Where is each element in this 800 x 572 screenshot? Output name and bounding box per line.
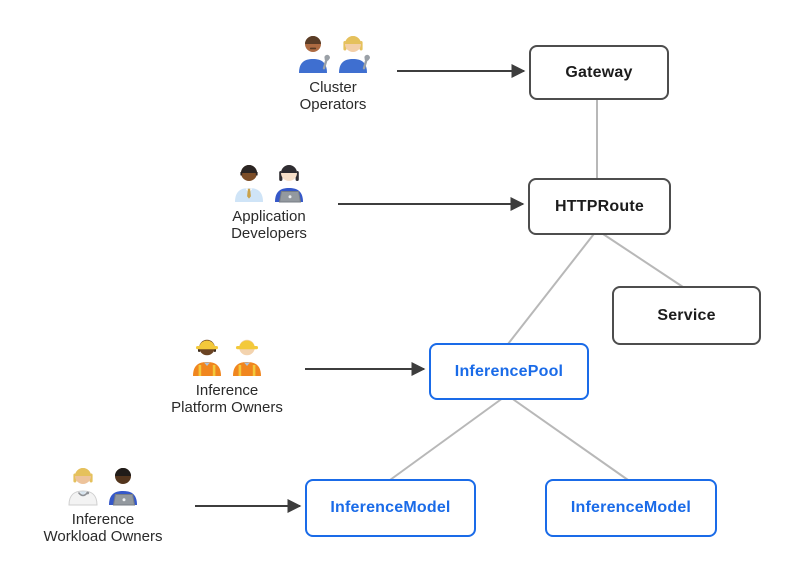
service-node: Service xyxy=(612,286,761,345)
application-developers-label: Application Developers xyxy=(231,208,307,242)
inference-pool-label: InferencePool xyxy=(454,362,564,380)
man-technologist-icon xyxy=(109,468,137,506)
woman-mechanic-icon xyxy=(339,36,370,73)
inference-platform-owners-label-line1: Inference xyxy=(195,382,259,399)
inference-workload-owners-label-line2: Workload Owners xyxy=(43,528,163,545)
gateway-label: Gateway xyxy=(565,63,633,81)
edge-httproute-service xyxy=(596,229,684,288)
inference-model-right-label: InferenceModel xyxy=(570,499,692,516)
inference-workload-owners-label: Inference Workload Owners xyxy=(44,511,163,545)
inference-model-left-label: InferenceModel xyxy=(330,499,451,516)
inference-pool-node: InferencePool xyxy=(429,343,589,400)
man-mechanic-icon xyxy=(299,36,330,73)
application-developers-icons xyxy=(235,165,303,203)
persona-inference-workload-owners: Inference Workload Owners xyxy=(28,463,178,545)
woman-construction-worker-icon xyxy=(193,339,221,376)
inference-workload-owners-label-line1: Inference xyxy=(71,511,135,528)
gateway-node: Gateway xyxy=(529,45,669,100)
inference-platform-owners-label-line2: Platform Owners xyxy=(171,399,283,416)
persona-cluster-operators: Cluster Operators xyxy=(258,31,408,113)
man-construction-worker-icon xyxy=(233,339,261,376)
inference-model-left-node: InferenceModel xyxy=(305,479,476,537)
persona-application-developers: Application Developers xyxy=(194,160,344,242)
edge-inference_pool-inference_model_right xyxy=(506,394,629,481)
inference-model-right-node: InferenceModel xyxy=(545,479,717,537)
cluster-operators-label: Cluster Operators xyxy=(300,79,367,113)
cluster-operators-label-line1: Cluster xyxy=(309,79,357,96)
health-worker-icon xyxy=(68,468,98,506)
persona-inference-platform-owners: Inference Platform Owners xyxy=(152,334,302,416)
edge-httproute-inference_pool xyxy=(507,229,598,345)
service-label: Service xyxy=(657,306,716,324)
inference-platform-owners-label: Inference Platform Owners xyxy=(171,382,283,416)
man-office-worker-icon xyxy=(235,165,263,202)
httproute-label: HTTPRoute xyxy=(555,197,644,215)
cluster-operators-label-line2: Operators xyxy=(299,96,367,113)
application-developers-label-line2: Developers xyxy=(231,225,307,242)
inference-platform-owners-icons xyxy=(193,339,261,376)
httproute-node: HTTPRoute xyxy=(528,178,671,235)
cluster-operators-icons xyxy=(299,36,370,73)
inference-workload-owners-icons xyxy=(68,468,137,506)
woman-technologist-icon xyxy=(275,165,303,203)
edge-inference_pool-inference_model_left xyxy=(389,394,508,481)
application-developers-label-line1: Application xyxy=(232,208,306,225)
